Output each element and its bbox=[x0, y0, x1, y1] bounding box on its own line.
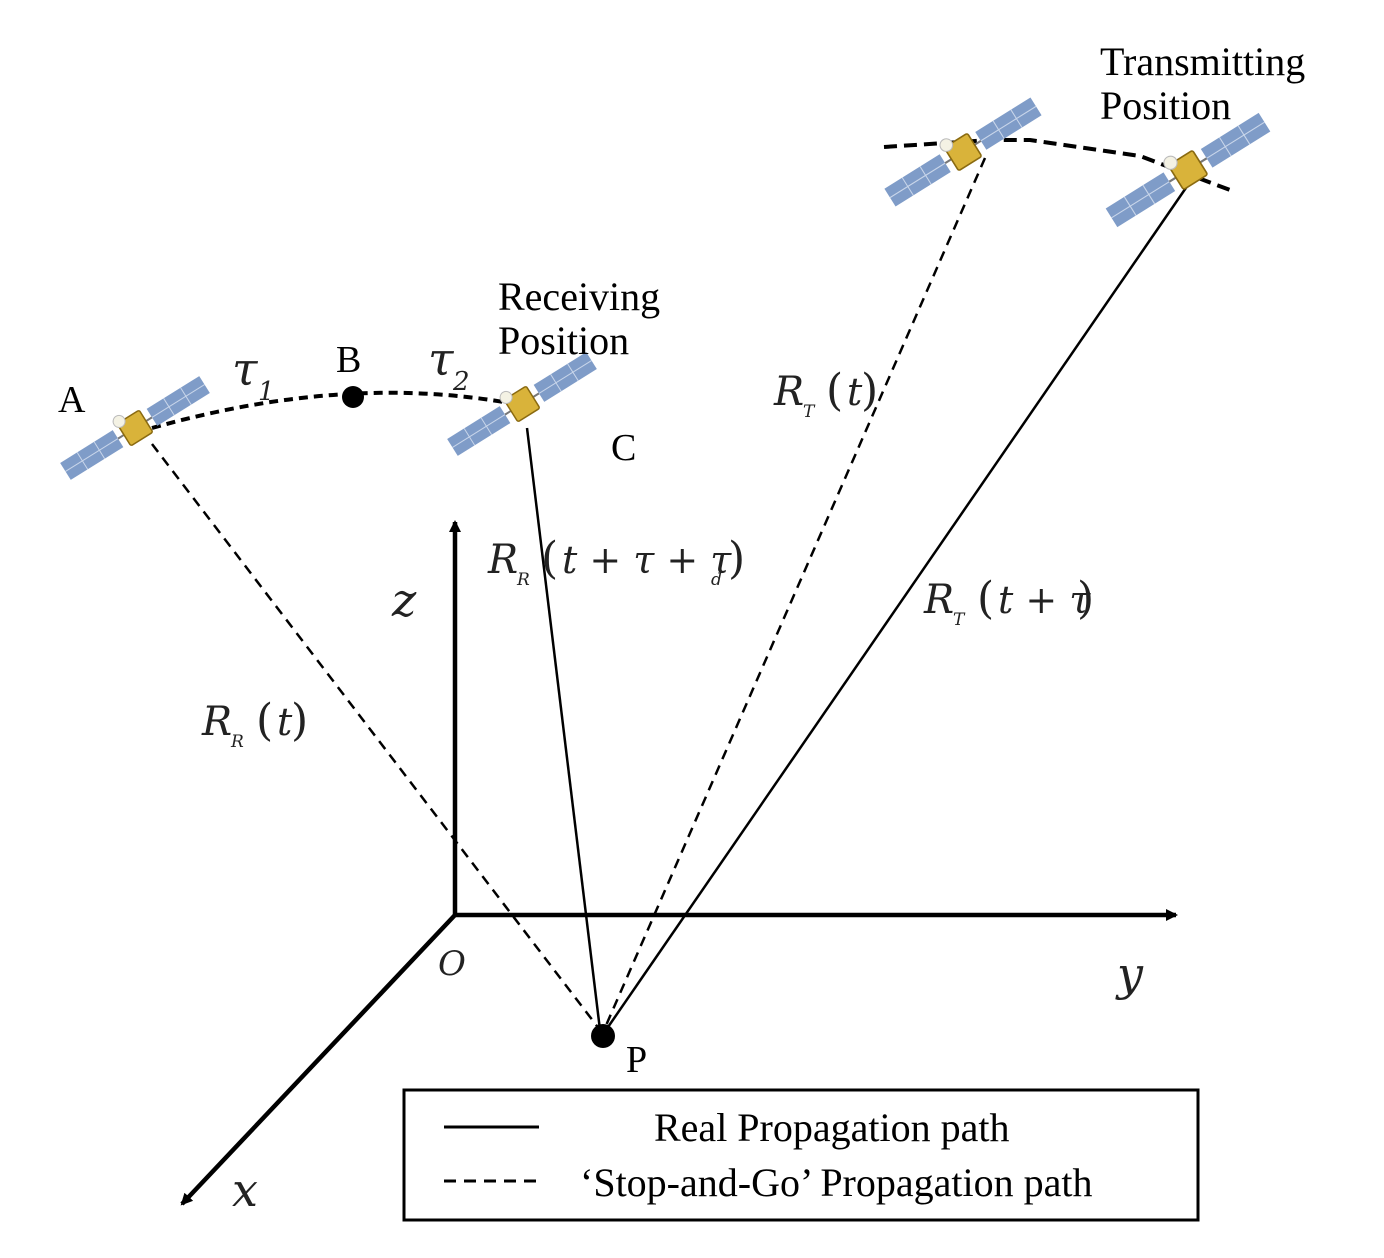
tau2-subscript: 2 bbox=[452, 367, 470, 397]
path-rr-t bbox=[151, 443, 601, 1031]
receiving-label-line2: Position bbox=[498, 318, 629, 363]
y-axis-label: y bbox=[1115, 947, 1144, 1001]
path-rr-shifted bbox=[525, 427, 602, 1031]
rr-t-label: R R ( t ) bbox=[201, 695, 308, 752]
origin-label: O bbox=[438, 944, 466, 984]
legend-stop-and-go-label: ‘Stop-and-Go’ Propagation path bbox=[580, 1160, 1092, 1205]
tau1-subscript: 1 bbox=[258, 377, 275, 407]
rt-t-close-paren: ) bbox=[861, 365, 878, 416]
point-c-label: C bbox=[611, 427, 636, 469]
z-axis-label: z bbox=[391, 573, 417, 627]
rr-shifted-close-paren: ) bbox=[728, 533, 745, 584]
rr-shifted-open-paren: ( bbox=[541, 533, 558, 584]
rr-shifted-arg-subscript: d bbox=[711, 570, 722, 590]
receiver-orbit bbox=[151, 390, 521, 430]
tau2-symbol: τ bbox=[428, 332, 455, 386]
rt-shifted-symbol: R bbox=[923, 577, 954, 623]
rt-t-symbol: R bbox=[773, 369, 804, 415]
rt-shifted-close-paren: ) bbox=[1077, 573, 1094, 624]
rt-t-subscript: T bbox=[803, 402, 816, 422]
rr-shifted-subscript: R bbox=[516, 570, 530, 590]
rt-t-label: R T ( t ) bbox=[773, 365, 878, 422]
legend: Real Propagation path ‘Stop-and-Go’ Prop… bbox=[402, 1088, 1200, 1222]
path-rt-shifted bbox=[604, 181, 1192, 1031]
rr-t-close-paren: ) bbox=[291, 695, 308, 746]
rr-t-symbol: R bbox=[201, 699, 232, 745]
rr-t-subscript: R bbox=[230, 732, 244, 752]
legend-real-label: Real Propagation path bbox=[654, 1105, 1009, 1150]
tau1-label: τ 1 bbox=[232, 342, 275, 407]
rr-shifted-arg: t + τ + τ bbox=[562, 538, 732, 582]
receiving-label-line1: Receiving bbox=[498, 274, 660, 319]
rt-t-arg: t bbox=[847, 370, 863, 414]
point-p-label: P bbox=[626, 1039, 647, 1081]
rt-shifted-open-paren: ( bbox=[977, 573, 994, 624]
point-a-label: A bbox=[58, 379, 86, 421]
transmitting-label-line1: Transmitting bbox=[1100, 39, 1305, 84]
legend-box bbox=[402, 1088, 1200, 1222]
rt-shifted-arg: t + τ bbox=[998, 578, 1091, 622]
rr-t-arg: t bbox=[277, 700, 293, 744]
point-b-dot bbox=[342, 386, 364, 408]
tau2-label: τ 2 bbox=[428, 332, 470, 397]
satellite-tx1-icon bbox=[877, 87, 1045, 211]
tau1-symbol: τ bbox=[232, 342, 259, 396]
point-b-label: B bbox=[336, 339, 361, 381]
rt-shifted-label: R T ( t + τ ) bbox=[923, 573, 1094, 630]
rr-t-open-paren: ( bbox=[256, 695, 273, 746]
rt-shifted-subscript: T bbox=[953, 610, 966, 630]
rt-t-open-paren: ( bbox=[826, 365, 843, 416]
path-rt-t bbox=[602, 157, 987, 1031]
x-axis bbox=[180, 913, 457, 1206]
point-p-dot bbox=[591, 1024, 615, 1048]
rr-shifted-label: R R ( t + τ + τ d ) bbox=[487, 533, 745, 590]
transmitting-label-line2: Position bbox=[1100, 83, 1231, 128]
x-axis-label: x bbox=[232, 1163, 258, 1217]
rr-shifted-symbol: R bbox=[487, 537, 518, 583]
